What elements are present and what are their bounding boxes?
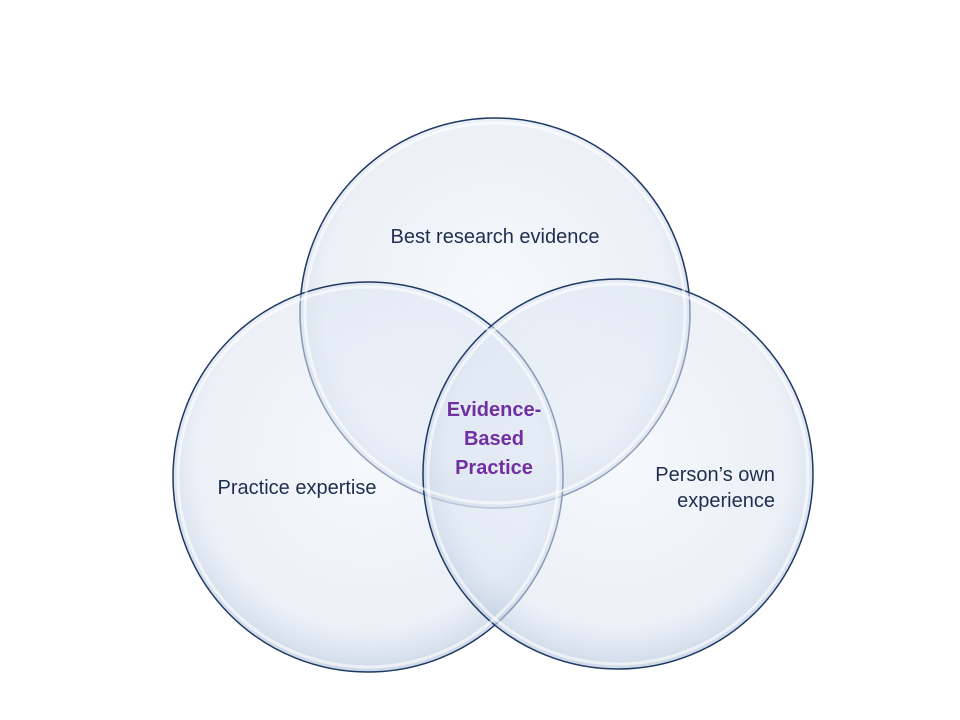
center-label-line1: Evidence- [447, 399, 541, 421]
label-persons-own-experience-line2: experience [677, 490, 775, 512]
center-label-line2: Based [464, 428, 524, 450]
center-label-line3: Practice [455, 457, 533, 479]
circle-highlight-top [303, 121, 687, 505]
label-practice-expertise: Practice expertise [218, 477, 377, 499]
label-persons-own-experience-line1: Person’s own [655, 464, 775, 486]
circle-highlight-left [176, 285, 560, 669]
circle-persons-own-experience [422, 278, 814, 670]
label-best-research-evidence: Best research evidence [390, 226, 599, 248]
circle-highlight-right [426, 282, 810, 666]
